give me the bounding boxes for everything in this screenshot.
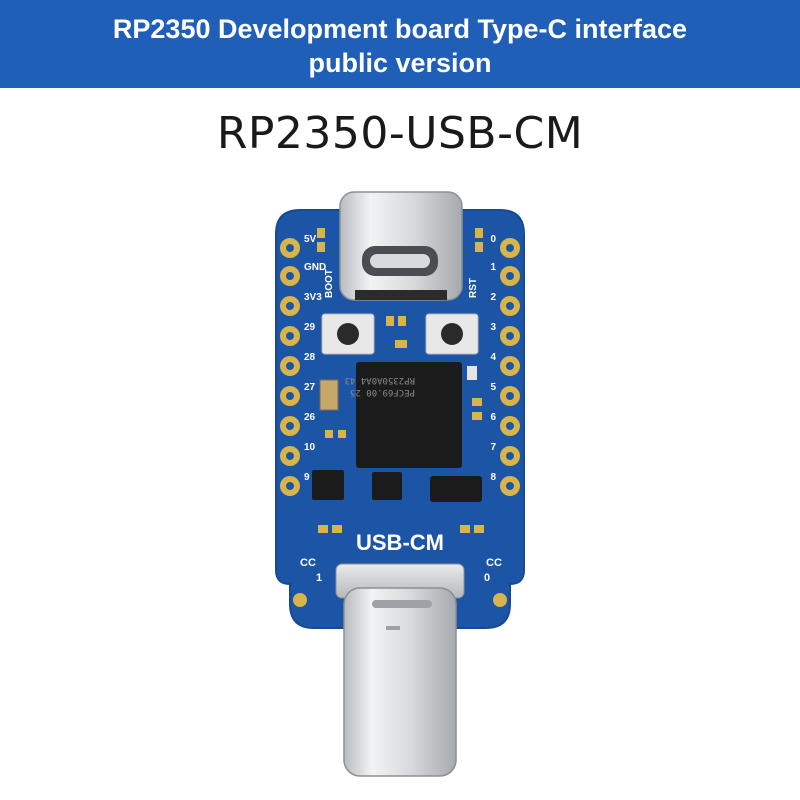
cc-left-number: 1 <box>316 572 322 584</box>
svg-text:27: 27 <box>304 382 316 393</box>
boot-label: BOOT <box>324 269 335 298</box>
svg-text:6: 6 <box>490 412 496 423</box>
cc-right-label: CC <box>486 557 502 569</box>
left-pin-labels: 5V GND 3V3 29 28 27 26 10 9 <box>304 234 326 483</box>
rp2350-chip: RP2350A0A4 43 PECF69.00 25 <box>345 362 462 468</box>
bottom-usb-c-plug <box>335 563 465 777</box>
svg-text:5V: 5V <box>304 234 317 245</box>
svg-text:1: 1 <box>490 262 496 273</box>
banner-line-1: RP2350 Development board Type-C interfac… <box>112 14 688 44</box>
right-pin-labels: 0 1 2 3 4 5 6 7 8 <box>490 234 496 483</box>
cc-left-label: CC <box>300 557 316 569</box>
banner-line-2: public version <box>308 48 492 78</box>
svg-text:9: 9 <box>304 472 310 483</box>
svg-text:3V3: 3V3 <box>304 292 322 303</box>
chip-marking-2: PECF69.00 25 <box>350 387 415 397</box>
svg-text:3: 3 <box>490 322 496 333</box>
svg-text:5: 5 <box>490 382 496 393</box>
svg-text:8: 8 <box>490 472 496 483</box>
top-usb-c-connector <box>339 191 463 301</box>
left-header-pins <box>280 238 300 496</box>
board-name-label: USB-CM <box>356 530 444 555</box>
reset-button <box>425 313 479 355</box>
chip-marking-1: RP2350A0A4 43 <box>345 375 415 385</box>
svg-text:26: 26 <box>304 412 316 423</box>
svg-text:GND: GND <box>304 262 326 273</box>
rst-label: RST <box>468 278 479 298</box>
boot-button <box>321 313 375 355</box>
svg-text:2: 2 <box>490 292 496 303</box>
product-photo: 5V GND 3V3 29 28 27 26 10 9 0 1 2 3 4 5 … <box>0 180 800 780</box>
svg-text:7: 7 <box>490 442 496 453</box>
cc-right-number: 0 <box>484 572 490 584</box>
title-banner: RP2350 Development board Type-C interfac… <box>0 0 800 88</box>
svg-text:0: 0 <box>490 234 496 245</box>
model-title: RP2350-USB-CM <box>216 108 584 159</box>
svg-text:10: 10 <box>304 442 316 453</box>
right-header-pins <box>500 238 520 496</box>
svg-text:28: 28 <box>304 352 316 363</box>
svg-text:29: 29 <box>304 322 316 333</box>
svg-text:4: 4 <box>490 352 496 363</box>
